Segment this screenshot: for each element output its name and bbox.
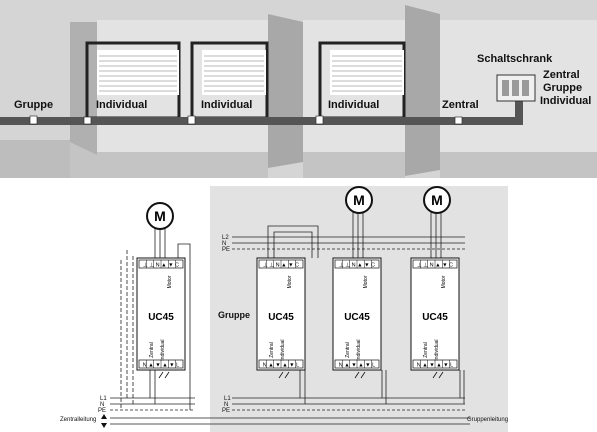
- uc45-label: UC45: [148, 312, 174, 323]
- label-gruppenleitung: Gruppenleitung: [467, 417, 508, 423]
- uc45-label: UC45: [422, 312, 448, 323]
- motor-terminal-label: Motor: [167, 275, 173, 288]
- motor-1: M: [146, 202, 174, 258]
- switch-icon: [354, 371, 366, 379]
- terminal-top-labels: ⊥ ⊥ N ▲ ▼ C: [143, 262, 179, 269]
- motor-terminal-label: Motor: [441, 275, 447, 288]
- switch-icon: [158, 371, 170, 379]
- label-individual-2: Individual: [201, 99, 252, 111]
- control-cabinet: [496, 74, 536, 102]
- label-gruppe: Gruppe: [14, 99, 53, 111]
- label-gruppe-schematic: Gruppe: [218, 310, 250, 320]
- terminal-bottom-labels: N ▲ ▼ ▲ ▼ L: [143, 363, 179, 369]
- zentral-terminal-label: Zentral: [269, 342, 275, 358]
- bus-top-l2: L2: [222, 235, 229, 241]
- motor-3-label: M: [431, 192, 443, 208]
- terminal-bottom-labels: N ▲ ▼ ▲ ▼ L: [339, 363, 375, 369]
- motor-2: M: [345, 186, 373, 258]
- terminal-bottom-labels: N ▲ ▼ ▲ ▼ L: [263, 363, 299, 369]
- terminal-top-labels: ⊥ ⊥ N ▲ ▼ C: [417, 262, 453, 269]
- bus-top: [232, 236, 465, 250]
- label-schaltschrank: Schaltschrank: [477, 53, 553, 65]
- label-individual-3: Individual: [328, 99, 379, 111]
- label-individual-1: Individual: [96, 99, 147, 111]
- label-zentralleitung: Zentralleitung: [60, 417, 96, 423]
- bus-top-pe: PE: [222, 247, 230, 253]
- motor-1-label: M: [154, 208, 166, 224]
- individual-terminal-label: Individual: [434, 339, 440, 360]
- terminal-bottom-labels: N ▲ ▼ ▲ ▼ L: [417, 363, 453, 369]
- bus-bottom-l1: L1: [100, 396, 107, 402]
- zentral-terminal-label: Zentral: [423, 342, 429, 358]
- switch-icon: [432, 371, 444, 379]
- cable-duct: [0, 92, 523, 125]
- window-shutter-3: [318, 41, 406, 120]
- bus-bottom2-n: N: [224, 402, 228, 408]
- label-cabinet-individual: Individual: [540, 95, 591, 107]
- motor-terminal-label: Motor: [287, 275, 293, 288]
- label-zentral: Zentral: [442, 99, 479, 111]
- inter-unit-wiring: [120, 225, 465, 410]
- bus-bottom-n: N: [100, 402, 104, 408]
- terminal-top-labels: ⊥ ⊥ N ▲ ▼ C: [339, 262, 375, 269]
- motor-2-label: M: [353, 192, 365, 208]
- bus-bottom: [110, 397, 470, 425]
- motor-3: M: [423, 186, 451, 258]
- individual-terminal-label: Individual: [280, 339, 286, 360]
- individual-terminal-label: Individual: [356, 339, 362, 360]
- individual-terminal-label: Individual: [160, 339, 166, 360]
- wall-3: [405, 5, 440, 176]
- label-cabinet-gruppe: Gruppe: [543, 82, 582, 94]
- zentralleitung-arrows: [101, 414, 107, 428]
- zentral-terminal-label: Zentral: [149, 342, 155, 358]
- bus-top-n: N: [222, 241, 226, 247]
- label-cabinet-zentral: Zentral: [543, 69, 580, 81]
- uc45-label: UC45: [268, 312, 294, 323]
- switch-icon: [278, 371, 290, 379]
- bus-bottom2-l1: L1: [224, 396, 231, 402]
- uc45-label: UC45: [344, 312, 370, 323]
- zentral-terminal-label: Zentral: [345, 342, 351, 358]
- terminal-top-labels: ⊥ ⊥ N ▲ ▼ C: [263, 262, 299, 269]
- window-shutter-1: [85, 41, 181, 120]
- bus-bottom-pe: PE: [98, 408, 106, 414]
- bus-bottom2-pe: PE: [222, 408, 230, 414]
- wall-2: [268, 14, 303, 168]
- motor-terminal-label: Motor: [363, 275, 369, 288]
